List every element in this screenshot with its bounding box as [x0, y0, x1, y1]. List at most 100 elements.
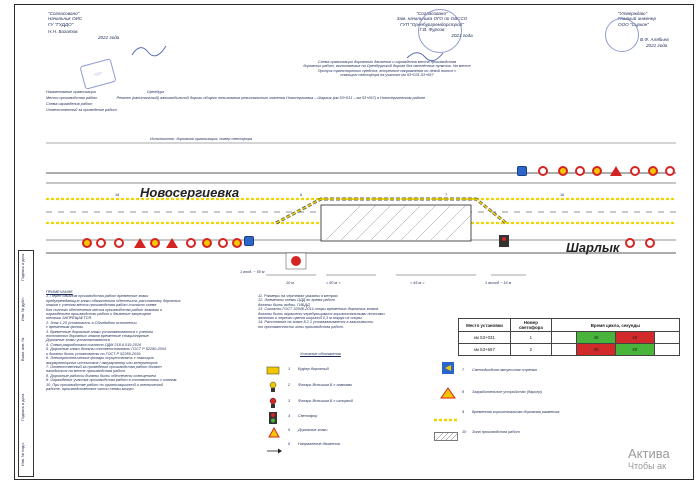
table-cell [653, 343, 681, 356]
legend-text: Заградительное устройство (барьер) [472, 390, 542, 394]
road-plan [46, 142, 676, 276]
legend-num: 4 [288, 414, 291, 418]
shutter-lamp-icon [268, 396, 278, 414]
legend-item: 8 Заградительное устройство (барьер) [440, 384, 640, 406]
note-line: постоянных дорожных знаков временные ста… [46, 334, 150, 339]
legend-text: Буфер дорожный [298, 367, 329, 371]
note-line: 3. Временные дорожные знаки устанавливаю… [46, 329, 153, 334]
note-line: 12. Элементы схемы ОДД во время работ [258, 298, 335, 303]
warning-sign-icon [592, 166, 602, 176]
legend-text: Светофор [298, 414, 318, 418]
legend-num: 1 [288, 367, 291, 371]
note-line: техники ЗАПРЕЩАЕТСЯ. [46, 316, 93, 321]
field-row: Наименование организации Оренбург [46, 90, 646, 96]
note-line: 5. Дорожные знаки должны соответствовать… [46, 347, 166, 352]
title-line: Схема организации дорожного движения и о… [317, 60, 457, 64]
warning-sign-icon [202, 238, 212, 248]
warning-sign-icon [150, 238, 160, 248]
legend-left: 1 Буфер дорожный 2 Фонарь Вспышка Б с ла… [266, 362, 426, 454]
field-row: Место производства работ Ремонт (капитал… [46, 96, 646, 102]
legend-text: Фонарь Вспышка Б с лампами [298, 383, 353, 387]
end-restriction-sign-icon [665, 166, 675, 176]
chainage-marker: 16 [560, 193, 565, 197]
side-stamp: Инв. № подл. Подпись и дата Взам. инв. №… [18, 250, 34, 477]
table-header: Время цикла, секунды [550, 318, 681, 332]
green-phase-cell: 40 [576, 331, 616, 344]
legend-text: Светодиодная импульсная стрелка [472, 368, 537, 372]
speed-limit-sign-icon [645, 238, 655, 248]
legend-text: Дорожные знаки [298, 428, 328, 432]
speed-limit-sign-icon [186, 238, 196, 248]
no-overtaking-sign-icon [575, 166, 585, 176]
legend-item: 1 Буфер дорожный [266, 362, 426, 378]
road-label-right: Шарлык [566, 240, 620, 255]
table-cell: 1 [509, 331, 552, 344]
chainage-marker: 12 [200, 193, 205, 197]
road-works-sign-icon [134, 238, 146, 248]
table-cell: км 53+031 [458, 331, 511, 344]
arrow-board-icon [442, 362, 454, 383]
notes-left: ПРИМЕЧАНИЕ 1. Перед началом производства… [46, 290, 246, 391]
note-line: Дорожные знаки устанавливаются [46, 338, 110, 343]
approval-year: 2021 года [646, 42, 668, 48]
buffer-icon [266, 366, 280, 375]
legend-heading: Условные обозначения [300, 352, 341, 356]
table-header-row: Место установки Номер светофора Время ци… [458, 318, 681, 332]
title-line: Пропуск транспортных средств, встречные … [317, 68, 457, 73]
narrowing-sign-icon [166, 238, 178, 248]
legend-item: 9 Временная горизонтальная дорожная разм… [434, 406, 640, 426]
legend-num: 10 [462, 430, 467, 434]
notes-right: 11. Размеры на чертежах указаны в метрах… [258, 294, 438, 329]
legend-item: 7 Светодиодная импульсная стрелка [440, 362, 640, 384]
green-phase-cell: 40 [614, 343, 655, 356]
watermark-line: Актива [628, 446, 670, 461]
road-works-sign-icon [610, 166, 622, 176]
approval-title: "Согласовано" [48, 11, 80, 16]
legend-right: 7 Светодиодная импульсная стрелка 8 Загр… [434, 362, 640, 446]
note-line: 8. Дорожные работы должны быть обеспечен… [46, 373, 156, 378]
direction-arrow-icon [266, 441, 282, 459]
note-line: с временным фоном. [46, 325, 84, 330]
legend-text: Временная горизонтальная дорожная размет… [472, 410, 560, 414]
note-line: 4. Схема разработана согласно ОДМ 218.6.… [46, 342, 142, 347]
note-line: 7. Ответственный за проведение производс… [46, 364, 162, 369]
table-row: км 53+667 2 40 40 [458, 343, 681, 356]
note-line: 13. Согласно ГОСТ 32948-2014 опоры време… [258, 307, 379, 312]
note-line: 10. При производстве работ по организаци… [46, 382, 164, 387]
warning-sign-icon [232, 238, 242, 248]
red-phase-cell: 40 [614, 331, 655, 344]
note-line: 2. Знак 1.25 установить в Сбалдабом испо… [46, 320, 137, 325]
table-row: км 53+031 1 40 40 [458, 331, 681, 344]
approval-year: 2021 года [451, 32, 473, 38]
object-name: Ремонт (капитальный) автомобильной дорог… [116, 96, 426, 100]
approval-left: "Согласовано" Начальник ОИС ГУ "ГУДДО" Н… [48, 11, 133, 40]
side-stamp-label: Подпись и дата [21, 253, 25, 281]
chainage-marker: 6 [300, 193, 303, 197]
activation-watermark: Актива Чтобы ак [628, 446, 670, 471]
road-sign-icon [268, 425, 280, 443]
side-stamp-label: Инв. № дубл. [21, 297, 25, 321]
warning-sign-icon [82, 238, 92, 248]
work-zone-icon [434, 428, 458, 446]
legend-text: Направление движения [298, 442, 340, 446]
organization-value: Оренбург [146, 90, 165, 94]
note-line: должны быть окрашены чередующимися гориз… [258, 311, 385, 316]
legend-item: 5 Дорожные знаки [266, 424, 426, 438]
approval-title: "Утверждаю" [618, 11, 648, 16]
speed-limit-sign-icon [538, 166, 548, 176]
traffic-light-table: Место установки Номер светофора Время ци… [458, 318, 681, 356]
seal-stamp [605, 18, 639, 52]
title-line: дорожных работ, выполняемых на Оренбургс… [303, 64, 471, 69]
approval-year: 2021 года [98, 34, 120, 40]
lamp-icon [268, 380, 278, 398]
table-cell: 2 [509, 343, 552, 356]
legend-item: 10 Зона производства работ [434, 426, 640, 446]
note-line: желтого и черного цвета шириной 0,3 м во… [258, 316, 363, 321]
field-label: Ответственный за проведение работ [46, 108, 117, 112]
legend-item: 2 Фонарь Вспышка Б с лампами [266, 378, 426, 394]
warning-sign-icon [558, 166, 568, 176]
side-stamp-label: Инв. № подл. [21, 442, 25, 466]
note-line: аккумуляторных источников / аккумулятор … [46, 360, 158, 365]
note-line: и должны быть установлены по ГОСТ Р 5228… [46, 351, 142, 356]
distance-label: 1 вход. ~ 50 м [240, 270, 265, 274]
